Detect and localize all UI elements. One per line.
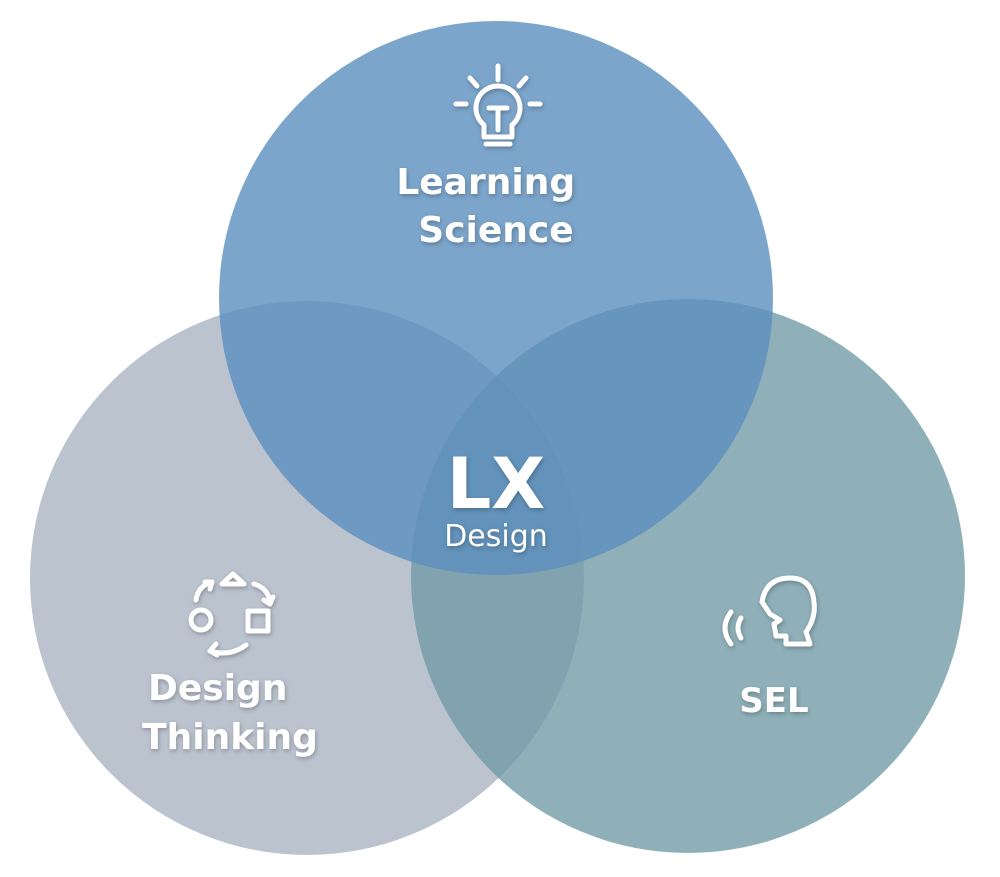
design-thinking-label: Design Thinking <box>142 668 318 758</box>
learning-science-line-2: Science <box>418 210 573 251</box>
design-thinking-line-2: Thinking <box>142 717 318 758</box>
learning-science-circle <box>219 21 773 575</box>
center-subtitle: Design <box>444 519 548 554</box>
cycle-shapes-icon <box>188 571 276 658</box>
design-thinking-line-1: Design <box>148 668 287 709</box>
sel-label: SEL <box>739 681 808 721</box>
center-title: LX <box>447 443 546 525</box>
lightbulb-icon <box>453 63 543 147</box>
learning-science-line-1: Learning <box>396 162 575 203</box>
learning-science-label: Learning Science <box>396 162 587 251</box>
speaking-head-icon <box>722 575 817 647</box>
